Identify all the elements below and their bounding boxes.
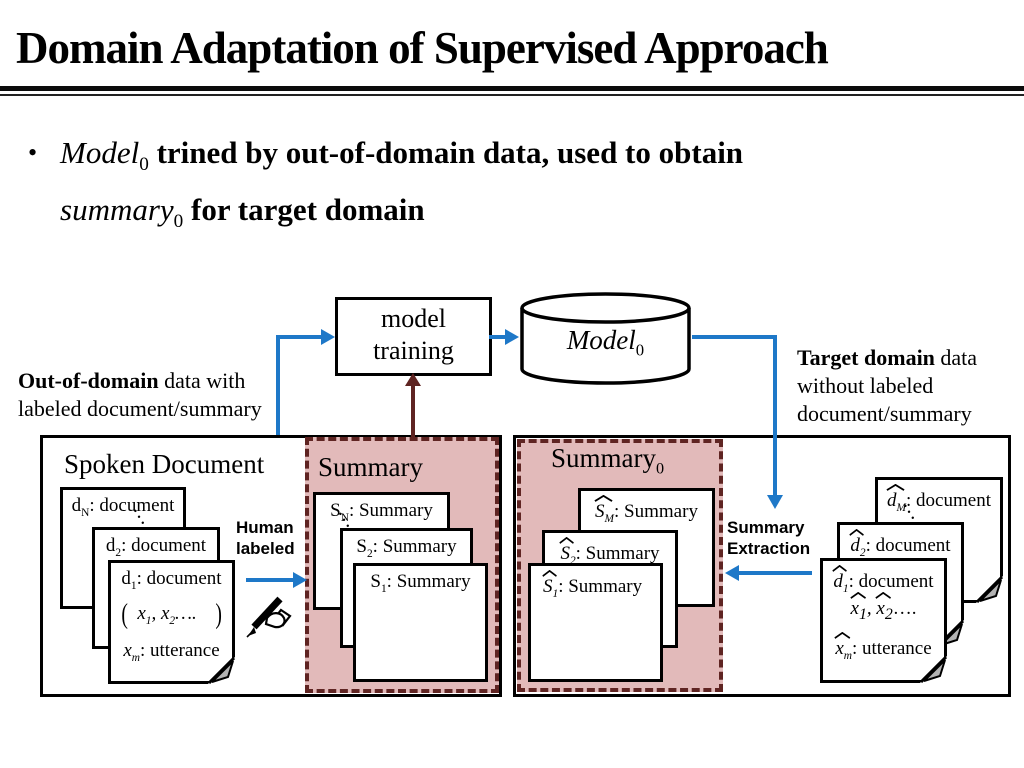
summary-card-s1-label: S1: Summary bbox=[370, 571, 471, 595]
model-training-box: model training bbox=[335, 297, 492, 376]
summary-extraction-arrowhead bbox=[725, 565, 739, 581]
target-card-d1-label: d1: document bbox=[823, 561, 944, 595]
target-utterance-expression: x1, x2…. bbox=[823, 591, 944, 624]
summary-extraction-label: Summary Extraction bbox=[727, 518, 811, 558]
target-card-dM-label: dM: document bbox=[878, 480, 1000, 514]
summary0-card-s1: S1: Summary bbox=[528, 563, 663, 682]
summary-card-s1: S1: Summary bbox=[353, 563, 488, 682]
human-labeled-label: Human labeled bbox=[236, 518, 295, 558]
target-card-d1: d1: document x1, x2…. xm: utterance bbox=[820, 558, 947, 683]
model0-database-icon bbox=[520, 292, 691, 385]
writing-hand-icon bbox=[246, 596, 292, 638]
target-card-d2-label: d2: document bbox=[840, 525, 961, 559]
summary-card-sN-label: SN: Summary bbox=[330, 500, 433, 524]
bullet-line-2: summary0 for target domain bbox=[60, 192, 425, 233]
summary-extraction-arrow-line bbox=[738, 571, 812, 575]
bullet-line-1: •Model0 trined by out-of-domain data, us… bbox=[28, 130, 988, 187]
bullet-glyph: • bbox=[28, 138, 38, 167]
model0-label: Model0 bbox=[566, 325, 645, 360]
doc-card-d1-label: d1: document bbox=[121, 568, 222, 592]
summary-title: Summary bbox=[318, 452, 423, 482]
math-summary0: summary bbox=[60, 192, 174, 228]
connector-mid-line bbox=[489, 335, 506, 339]
doc-card-d1: d1: document ( x1, x2…. ) xm: utterance bbox=[108, 560, 235, 684]
utterance-set-expression: ( x1, x2…. ) bbox=[121, 598, 222, 630]
summary0-card-sM-label: SM: Summary bbox=[581, 491, 712, 525]
target-domain-label: Target domain data without labeled docum… bbox=[797, 345, 978, 426]
connector-right-vertical bbox=[773, 335, 777, 496]
summary0-card-s1-label: S1: Summary bbox=[531, 566, 660, 600]
connector-left-vertical bbox=[276, 337, 280, 435]
slide-title: Domain Adaptation of Supervised Approach bbox=[16, 23, 829, 73]
doc-card-d2-label: d2: document bbox=[105, 535, 207, 559]
utterance-label: xm: utterance bbox=[123, 639, 220, 664]
summary0-card-s2-label: S2: Summary bbox=[545, 533, 675, 567]
connector-right-horizontal bbox=[692, 335, 777, 339]
out-of-domain-label: Out-of-domain data with labeled document… bbox=[18, 368, 262, 421]
summary-to-training-line bbox=[411, 385, 415, 437]
title-divider bbox=[0, 86, 1024, 96]
human-labeled-arrowhead bbox=[293, 572, 307, 588]
human-labeled-arrow-line bbox=[246, 578, 295, 582]
page-fold-corner bbox=[920, 656, 947, 683]
summary0-title: Summary0 bbox=[551, 443, 665, 478]
connector-right-arrowhead bbox=[767, 495, 783, 509]
spoken-document-title: Spoken Document bbox=[64, 449, 265, 479]
connector-left-arrowhead bbox=[321, 329, 335, 345]
page-fold-corner bbox=[976, 576, 1003, 603]
summary-to-training-arrowhead bbox=[405, 373, 421, 386]
math-model0: Model bbox=[60, 135, 140, 170]
connector-left-horizontal bbox=[276, 335, 322, 339]
bullet-text: •Model0 trined by out-of-domain data, us… bbox=[28, 130, 988, 244]
summary-card-s2-label: S2: Summary bbox=[356, 536, 457, 560]
target-utterance-label: xm: utterance bbox=[823, 631, 944, 661]
connector-mid-arrowhead bbox=[505, 329, 519, 345]
page-fold-corner bbox=[208, 657, 235, 684]
doc-card-dN-label: dN: document bbox=[71, 495, 175, 519]
